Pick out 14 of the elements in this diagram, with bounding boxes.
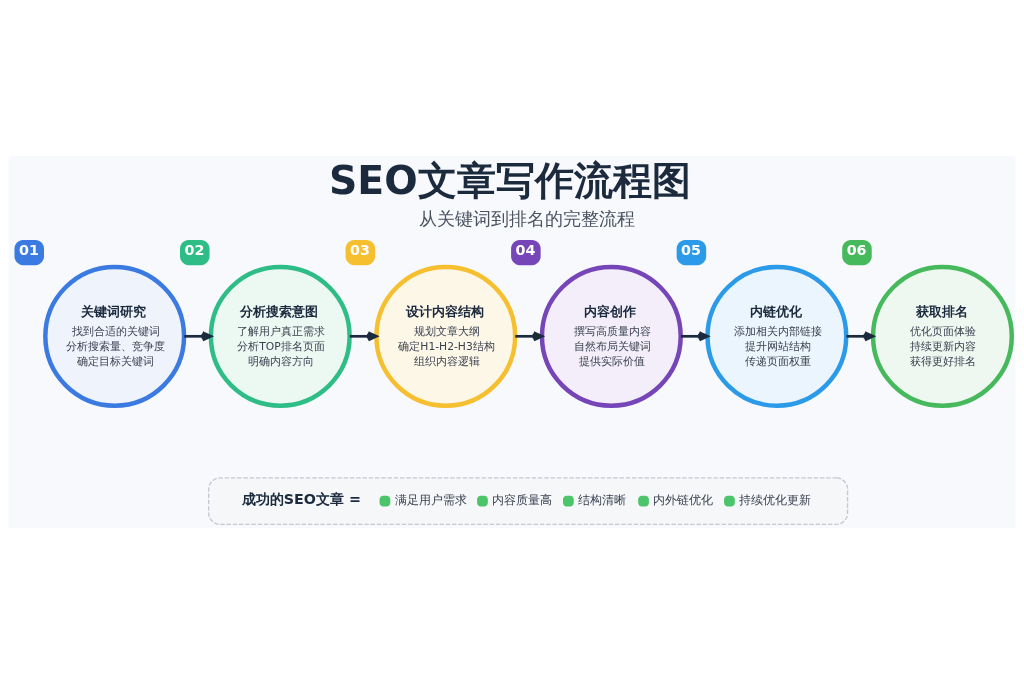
node-label: 01 [18, 241, 39, 258]
node-label: 04 [515, 241, 536, 258]
arrow [349, 330, 378, 341]
node-label: 03 [350, 241, 370, 258]
arrow [846, 330, 875, 341]
arrow [184, 330, 213, 341]
node-box: 成功的SEO文章 = 满足用户需求 内容质量高 结构清晰 内外链优化 持续优化更新 [208, 476, 849, 525]
node-label: 05 [681, 241, 702, 258]
node-label: 02 [184, 241, 205, 258]
diagram-title: SEO文章写作流程图 [329, 156, 691, 203]
arrow [515, 330, 544, 341]
label: 从关键词到排名的完整流程 [418, 207, 635, 229]
node-label: 06 [846, 241, 867, 258]
arrow [680, 330, 709, 341]
